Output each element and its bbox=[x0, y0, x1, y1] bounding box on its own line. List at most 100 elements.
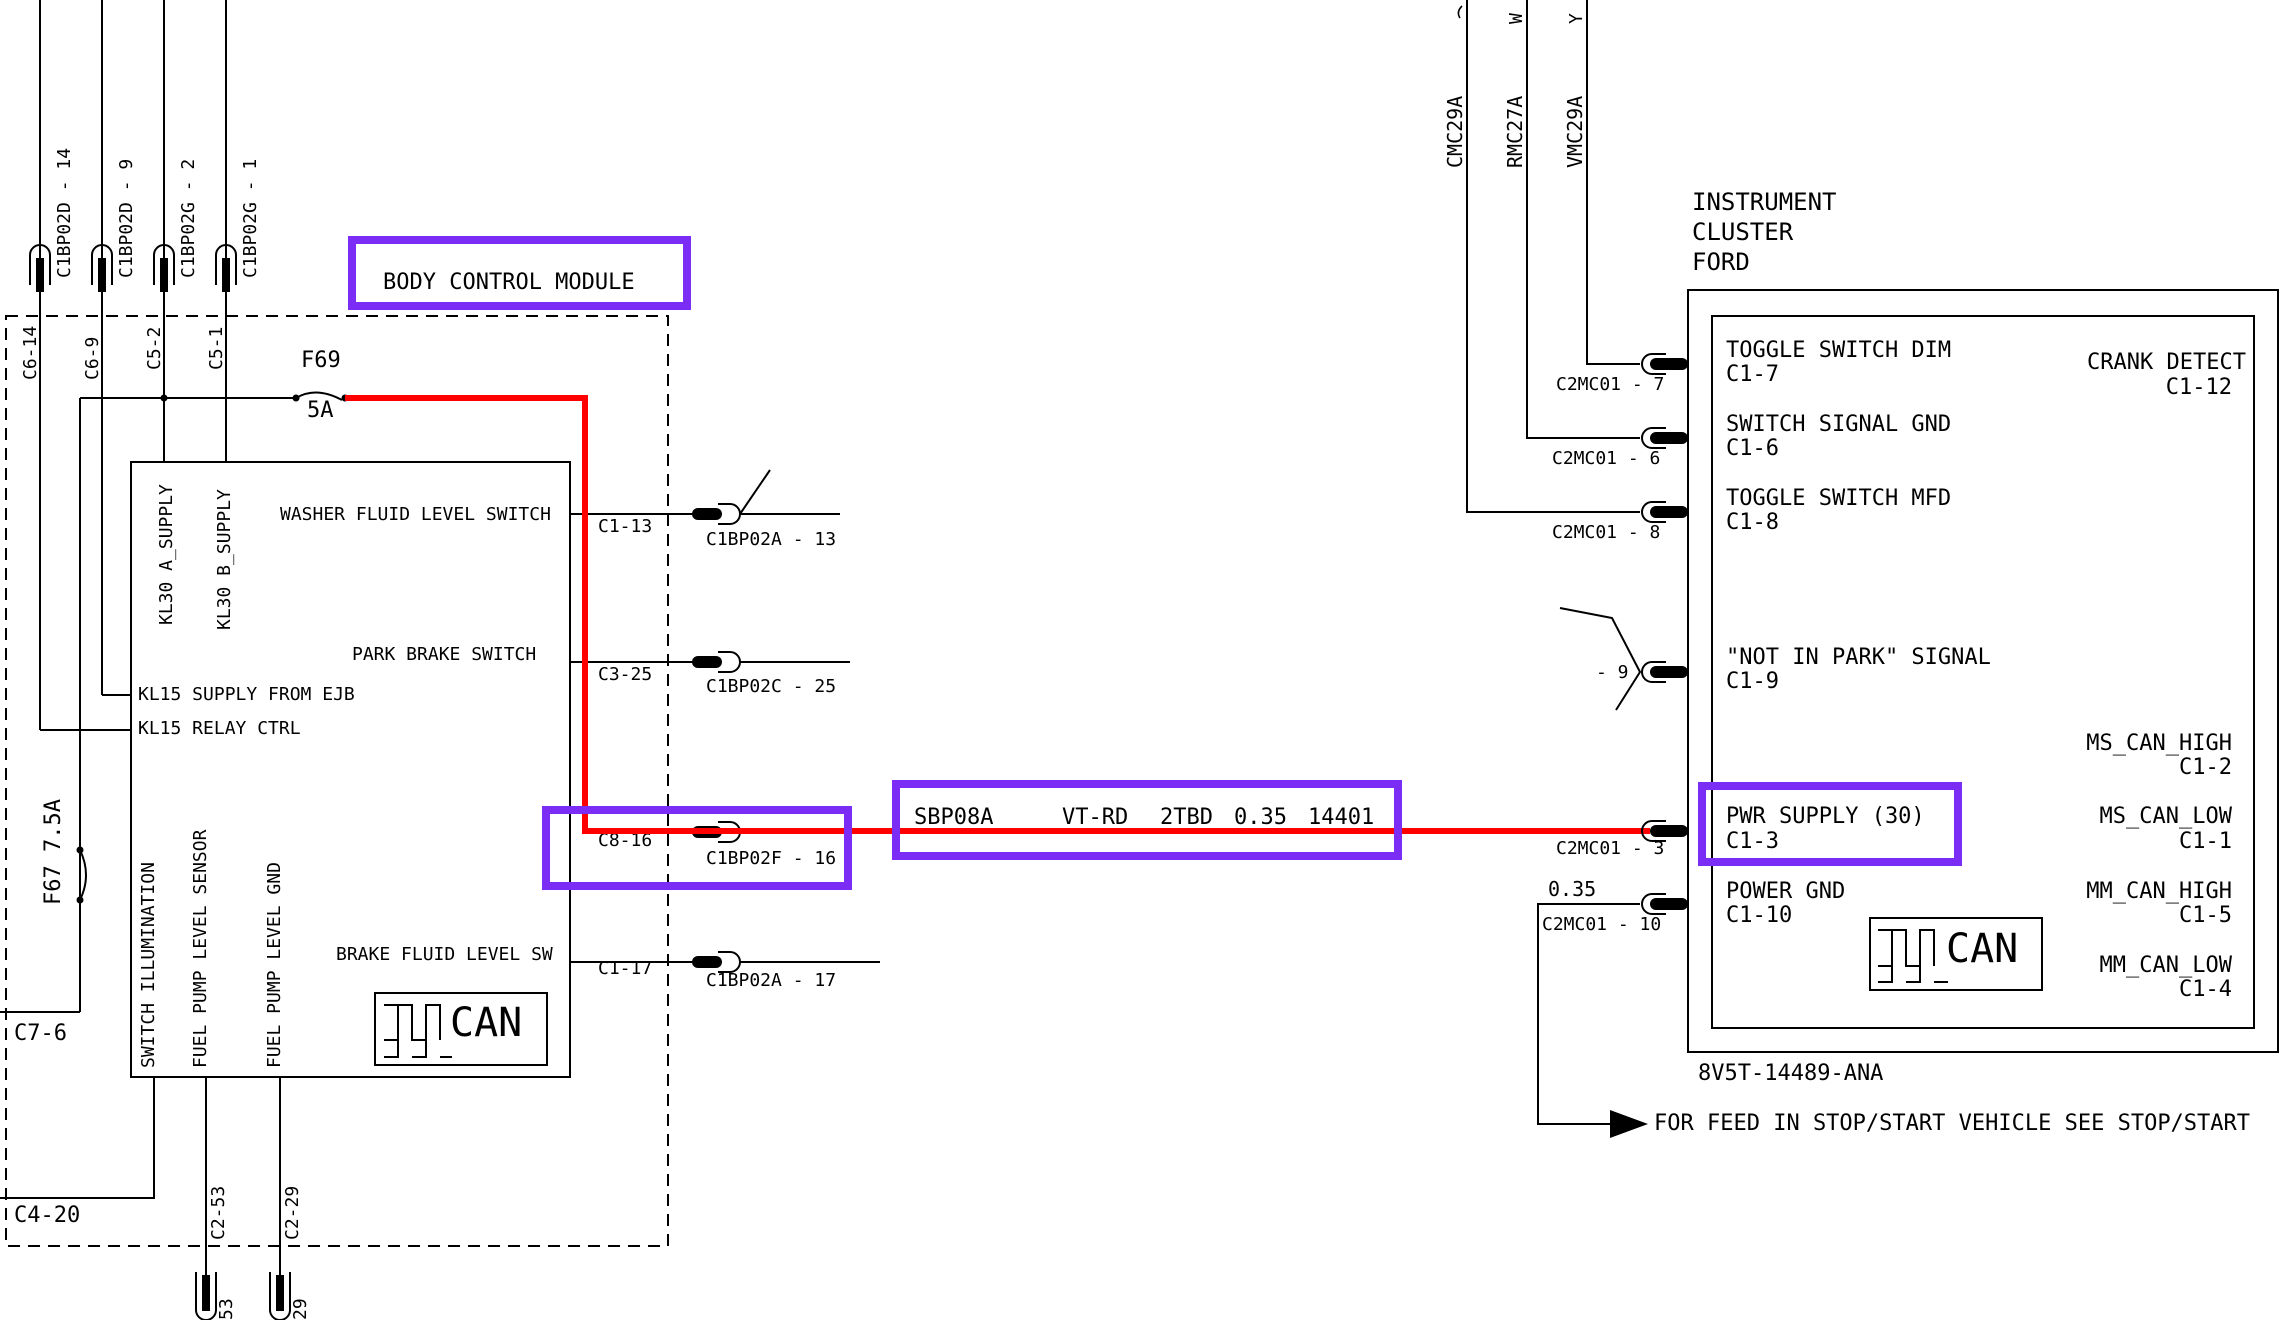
cluster-connector-label-4: - 9 bbox=[1596, 662, 1629, 683]
right-connector-label-3: C1BP02F - 16 bbox=[706, 848, 836, 869]
left-pin-c7-6: C7-6 bbox=[14, 1021, 67, 1046]
cluster-title-line-2: CLUSTER bbox=[1692, 218, 1794, 246]
switch-illum-label: SWITCH ILLUMINATION bbox=[138, 862, 159, 1068]
pin-pwr-supply: PWR SUPPLY (30) bbox=[1726, 804, 1925, 829]
top-wire-cut-mark bbox=[1457, 5, 1463, 19]
cluster-part-number: 8V5T-14489-ANA bbox=[1698, 1061, 1883, 1086]
instrument-cluster: INSTRUMENT CLUSTER FORD CMC29A RMC27A VM… bbox=[1443, 0, 2279, 1138]
park-brake-label: PARK BRAKE SWITCH bbox=[352, 644, 536, 665]
washer-switch-label: WASHER FLUID LEVEL SWITCH bbox=[280, 504, 551, 525]
right-connector-symbols bbox=[692, 469, 880, 973]
top-connector-label-2: C1BP02D - 9 bbox=[116, 159, 137, 278]
wire-power-gnd bbox=[1537, 903, 1640, 1125]
fuel-sensor-label: FUEL PUMP LEVEL SENSOR bbox=[190, 829, 211, 1068]
body-control-module: BODY CONTROL MODULE C1BP02D - 14 C1BP02D… bbox=[0, 0, 880, 1320]
right-connector-label-4: C1BP02A - 17 bbox=[706, 970, 836, 991]
cluster-can-logo-box bbox=[1869, 917, 2043, 991]
wire-label-part: 14401 bbox=[1308, 805, 1374, 830]
feed-note: FOR FEED IN STOP/START VEHICLE SEE STOP/… bbox=[1654, 1111, 2250, 1136]
bcm-pin-highlight bbox=[542, 806, 852, 890]
cluster-inner-box bbox=[1711, 315, 2255, 1029]
top-wire-rmc27a: RMC27A bbox=[1503, 96, 1527, 168]
cluster-connector-label-6: C2MC01 - 10 bbox=[1542, 914, 1661, 935]
bottom-pin-c2-29: C2-29 bbox=[282, 1186, 303, 1240]
pin-not-in-park-num: C1-9 bbox=[1726, 669, 1779, 694]
kl30b-label: KL30 B_SUPPLY bbox=[214, 489, 235, 630]
fuse-f69-label: F69 bbox=[301, 348, 341, 373]
wire-label-highlight bbox=[892, 780, 1402, 860]
bottom-end-53: 53 bbox=[216, 1298, 237, 1320]
cluster-connector-label-3: C2MC01 - 8 bbox=[1552, 522, 1660, 543]
wire-rmc27a bbox=[1526, 0, 1640, 439]
pin-switch-signal-gnd: SWITCH SIGNAL GND bbox=[1726, 412, 1951, 437]
top-connector-symbols bbox=[29, 244, 237, 292]
highlighted-circuit-sbp08a bbox=[345, 395, 1650, 834]
fuse-f67-label: F67 7.5A bbox=[41, 799, 66, 905]
bcm-title: BODY CONTROL MODULE bbox=[383, 270, 635, 295]
pin-switch-signal-gnd-num: C1-6 bbox=[1726, 436, 1779, 461]
pin-mm-can-low-num: C1-4 bbox=[2179, 977, 2232, 1002]
cluster-title-line-1: INSTRUMENT bbox=[1692, 188, 1837, 216]
bottom-pin-c2-53: C2-53 bbox=[208, 1186, 229, 1240]
bcm-boundary bbox=[5, 315, 669, 1247]
pin-not-in-park: "NOT IN PARK" SIGNAL bbox=[1726, 645, 1991, 670]
bottom-end-29: 29 bbox=[290, 1298, 311, 1320]
right-pin-c8-16: C8-16 bbox=[598, 830, 652, 851]
cluster-can-logo-text: CAN bbox=[1946, 926, 2018, 972]
bcm-inner-box bbox=[130, 461, 571, 1078]
cluster-connector-label-2: C2MC01 - 6 bbox=[1552, 448, 1660, 469]
pin-crank-detect: CRANK DETECT bbox=[2087, 350, 2246, 375]
pin-toggle-switch-dim-num: C1-7 bbox=[1726, 362, 1779, 387]
cluster-can-logo-wave bbox=[1878, 929, 1948, 983]
wire-vmc29a bbox=[1586, 0, 1640, 365]
kl15-ejb-label: KL15 SUPPLY FROM EJB bbox=[138, 684, 355, 705]
fuse-f67-symbol bbox=[79, 849, 87, 901]
top-wire-color-y: Y bbox=[1566, 13, 1587, 24]
top-wire-cmc29a: CMC29A bbox=[1443, 96, 1467, 168]
pin-ms-can-high-num: C1-2 bbox=[2179, 755, 2232, 780]
cluster-connector-label-1: C2MC01 - 7 bbox=[1556, 374, 1664, 395]
pin-ms-can-low-num: C1-1 bbox=[2179, 829, 2232, 854]
cluster-outer-box bbox=[1687, 289, 2279, 1053]
pin-ms-can-low: MS_CAN_LOW bbox=[2100, 804, 2233, 829]
pin-mm-can-low: MM_CAN_LOW bbox=[2100, 953, 2233, 978]
c4-20-wire bbox=[0, 1077, 155, 1199]
fuel-gnd-label: FUEL PUMP LEVEL GND bbox=[264, 862, 285, 1068]
top-wire-vmc29a: VMC29A bbox=[1563, 96, 1587, 168]
pin-crank-detect-num: C1-12 bbox=[2166, 375, 2232, 400]
wire-label-size: 0.35 bbox=[1234, 805, 1287, 830]
pwr-supply-highlight bbox=[1698, 782, 1962, 866]
wire-label-color: VT-RD bbox=[1062, 805, 1128, 830]
top-wire-color-w: W bbox=[1506, 13, 1527, 24]
pin-mm-can-high-num: C1-5 bbox=[2179, 903, 2232, 928]
fuse-f69-symbol bbox=[295, 391, 343, 401]
bottom-connector-symbols bbox=[195, 1272, 291, 1320]
wire-not-in-park bbox=[1559, 607, 1642, 711]
right-pin-c3-25: C3-25 bbox=[598, 664, 652, 685]
cluster-connector-symbols bbox=[1641, 353, 1688, 915]
cluster-title-line-3: FORD bbox=[1692, 248, 1750, 276]
pin-power-gnd: POWER GND bbox=[1726, 879, 1845, 904]
fuse-f69-rating: 5A bbox=[307, 398, 334, 423]
right-pin-c1-17: C1-17 bbox=[598, 958, 652, 979]
cluster-wire-size: 0.35 bbox=[1548, 877, 1596, 901]
cluster-connector-label-5: C2MC01 - 3 bbox=[1556, 838, 1664, 859]
wire-cmc29a bbox=[1466, 0, 1640, 513]
right-connector-label-2: C1BP02C - 25 bbox=[706, 676, 836, 697]
bcm-can-logo-text: CAN bbox=[450, 1000, 522, 1046]
pin-toggle-switch-dim: TOGGLE SWITCH DIM bbox=[1726, 338, 1951, 363]
top-connector-label-3: C1BP02G - 2 bbox=[178, 159, 199, 278]
top-pin-c5-2: C5-2 bbox=[144, 327, 165, 370]
right-connector-label-1: C1BP02A - 13 bbox=[706, 529, 836, 550]
bcm-can-logo-wave bbox=[384, 1004, 452, 1058]
pin-ms-can-high: MS_CAN_HIGH bbox=[2086, 731, 2232, 756]
pin-pwr-supply-num: C1-3 bbox=[1726, 829, 1779, 854]
wire-label-code: 2TBD bbox=[1160, 805, 1213, 830]
right-pin-c1-13: C1-13 bbox=[598, 516, 652, 537]
pin-power-gnd-num: C1-10 bbox=[1726, 903, 1792, 928]
top-pin-c6-9: C6-9 bbox=[82, 337, 103, 380]
top-pin-c5-1: C5-1 bbox=[206, 327, 227, 370]
left-pin-c4-20: C4-20 bbox=[14, 1203, 80, 1228]
pin-toggle-switch-mfd: TOGGLE SWITCH MFD bbox=[1726, 486, 1951, 511]
top-connector-label-4: C1BP02G - 1 bbox=[240, 159, 261, 278]
